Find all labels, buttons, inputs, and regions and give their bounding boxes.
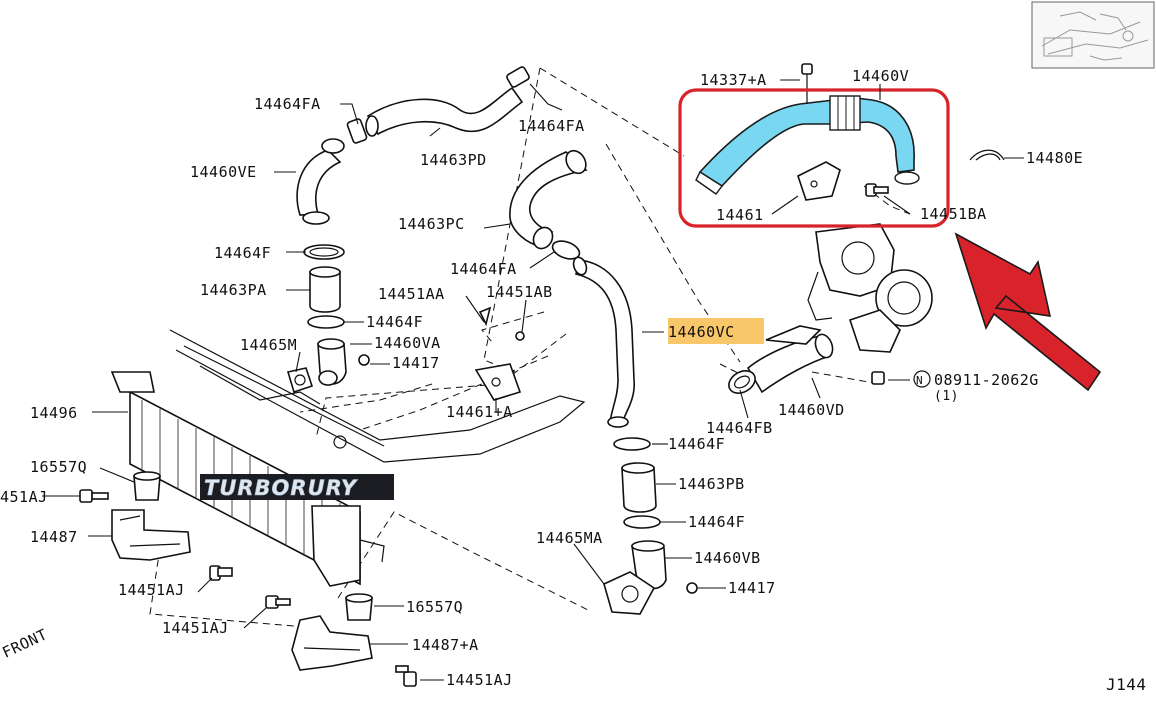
label-14460VB[interactable]: 14460VB xyxy=(694,549,761,567)
label-14496[interactable]: 14496 xyxy=(30,404,78,422)
turbo-housing[interactable] xyxy=(807,223,933,353)
label-14451AB[interactable]: 14451AB xyxy=(486,283,553,301)
label-14487A[interactable]: 14487+A xyxy=(412,636,479,654)
frame-crossmember xyxy=(169,329,586,463)
label-14460VC[interactable]: 14460VC xyxy=(668,323,735,341)
page-code: J144 xyxy=(1106,675,1147,694)
elbow-14460VA[interactable] xyxy=(317,338,347,386)
label-14417-right[interactable]: 14417 xyxy=(728,579,776,597)
front-label: FRONT xyxy=(0,625,50,661)
label-14460VE[interactable]: 14460VE xyxy=(190,163,257,181)
label-14463PB[interactable]: 14463PB xyxy=(678,475,745,493)
label-14463PD[interactable]: 14463PD xyxy=(420,151,487,169)
gasket-14465MA[interactable] xyxy=(603,571,656,615)
label-14464F-mid[interactable]: 14464F xyxy=(668,435,725,453)
clip-14480E[interactable] xyxy=(969,149,1005,161)
label-14461A[interactable]: 14461+A xyxy=(446,403,513,421)
gasket-14465M[interactable] xyxy=(286,367,314,394)
bracket-14461[interactable] xyxy=(797,161,841,201)
bolt-14451AJ-d[interactable] xyxy=(395,665,417,687)
n-prefix: N xyxy=(916,374,923,387)
bolt-14417-right[interactable] xyxy=(686,582,698,594)
label-14464FA-mid[interactable]: 14464FA xyxy=(450,260,517,278)
bracket-14461A[interactable] xyxy=(474,306,525,401)
label-14451AA[interactable]: 14451AA xyxy=(378,285,445,303)
label-14451AJ-d[interactable]: 14451AJ xyxy=(446,671,513,689)
bolt-14451AJ-b[interactable] xyxy=(209,565,233,581)
label-14451AJ-b[interactable]: 14451AJ xyxy=(118,581,185,599)
label-14337A[interactable]: 14337+A xyxy=(700,71,767,89)
tube-14463PA[interactable] xyxy=(309,266,341,313)
label-14451AJ-c[interactable]: 14451AJ xyxy=(162,619,229,637)
bracket-14487[interactable] xyxy=(111,509,191,561)
label-14451BA[interactable]: 14451BA xyxy=(920,205,987,223)
label-16557Q-upper[interactable]: 16557Q xyxy=(30,458,87,476)
nut-08911-2062G[interactable] xyxy=(871,371,885,385)
hose-14460V-highlighted[interactable] xyxy=(695,95,920,195)
clamp-14464F-mid[interactable] xyxy=(613,437,651,451)
label-14480E[interactable]: 14480E xyxy=(1026,149,1083,167)
bolt-14337A[interactable] xyxy=(801,63,813,104)
label-14463PC[interactable]: 14463PC xyxy=(398,215,465,233)
label-14487[interactable]: 14487 xyxy=(30,528,78,546)
bracket-14487A[interactable] xyxy=(291,615,373,671)
label-14464F-left[interactable]: 14464F xyxy=(214,244,271,262)
label-14451AJ-a[interactable]: 451AJ xyxy=(0,488,48,506)
hose-14463PD[interactable] xyxy=(365,66,530,137)
label-14463PA[interactable]: 14463PA xyxy=(200,281,267,299)
clamp-14464FA-top[interactable] xyxy=(346,118,368,144)
bolt-14451BA[interactable] xyxy=(865,183,889,197)
label-08911-2062G: 08911-2062G xyxy=(934,371,1039,389)
hose-14463PC[interactable] xyxy=(509,147,590,252)
pipe-14460VD[interactable] xyxy=(746,325,836,394)
label-14464FB[interactable]: 14464FB xyxy=(706,419,773,437)
label-14417-left[interactable]: 14417 xyxy=(392,354,440,372)
hose-14460VC[interactable] xyxy=(571,255,635,428)
red-arrow xyxy=(954,232,1102,392)
label-16557Q-lower[interactable]: 16557Q xyxy=(406,598,463,616)
label-14461[interactable]: 14461 xyxy=(716,206,764,224)
clamp-14464F-left[interactable] xyxy=(303,244,345,260)
bolt-14417-left[interactable] xyxy=(358,354,370,366)
label-14464FA-top[interactable]: 14464FA xyxy=(254,95,321,113)
label-08911-qty: (1) xyxy=(934,389,959,404)
hose-14460VE[interactable] xyxy=(296,138,345,225)
label-14465MA[interactable]: 14465MA xyxy=(536,529,603,547)
label-14465M[interactable]: 14465M xyxy=(240,336,297,354)
label-highlight-14460VC xyxy=(668,318,764,344)
callout-08911-2062G[interactable]: N 08911-2062G (1) xyxy=(913,370,1039,404)
watermark-banner: TURBORURY xyxy=(200,474,394,500)
label-14464F-lower-left[interactable]: 14464F xyxy=(366,313,423,331)
gasket-14464FB[interactable] xyxy=(725,366,759,397)
clamp-14464FA-mid[interactable] xyxy=(550,238,582,263)
bolt-14451AJ-a[interactable] xyxy=(79,489,109,503)
label-14460V[interactable]: 14460V xyxy=(852,67,909,85)
front-indicator: FRONT xyxy=(0,625,50,661)
callout-labels: 14464FA 14464FA 14463PD 14460VE 14463PC … xyxy=(0,67,1083,689)
bolt-14451AJ-c[interactable] xyxy=(265,595,291,609)
clamp-14464F-lower-left[interactable] xyxy=(307,315,345,329)
mount-16557Q-lower[interactable] xyxy=(345,593,373,621)
label-14460VA[interactable]: 14460VA xyxy=(374,334,441,352)
label-14464FA-right[interactable]: 14464FA xyxy=(518,117,585,135)
label-14464F-low[interactable]: 14464F xyxy=(688,513,745,531)
leader-lines xyxy=(42,79,1024,681)
mount-16557Q-upper[interactable] xyxy=(133,471,161,501)
label-14460VD[interactable]: 14460VD xyxy=(778,401,845,419)
overview-thumbnail[interactable] xyxy=(1031,1,1155,69)
highlight-box xyxy=(678,88,950,228)
tube-14463PB[interactable] xyxy=(621,462,657,513)
watermark-text: TURBORURY xyxy=(204,476,358,500)
clamp-14464F-low[interactable] xyxy=(623,515,661,529)
